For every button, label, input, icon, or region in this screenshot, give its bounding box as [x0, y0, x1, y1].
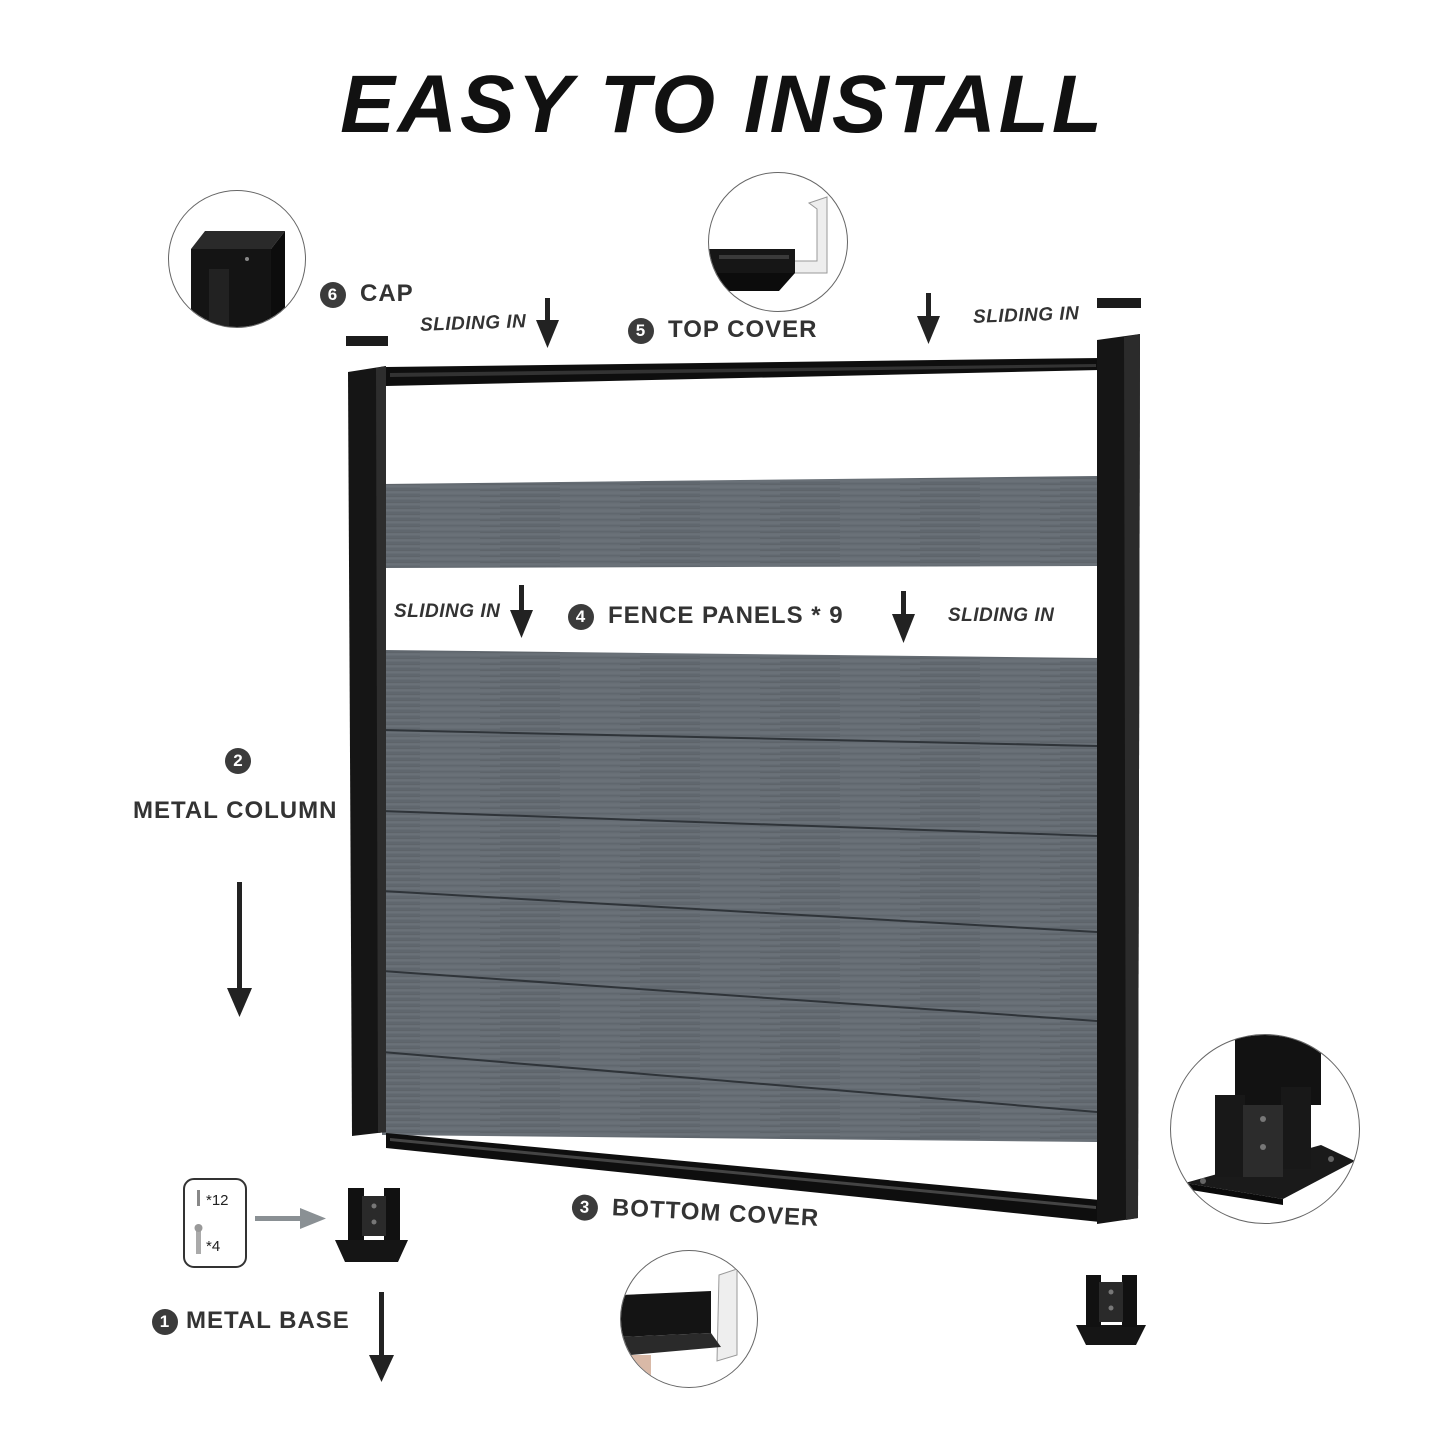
- metal-base-left: [335, 1188, 408, 1262]
- arrow-down-icon: [510, 585, 533, 638]
- fence-panel-top: [382, 476, 1097, 568]
- arrow-down-icon: [369, 1292, 394, 1382]
- step-2-badge-wrap: 2: [225, 748, 251, 774]
- bottom-cover-detail-image: [620, 1250, 758, 1388]
- step-number-badge: 5: [628, 317, 654, 344]
- arrows: [227, 293, 940, 1382]
- step-number-badge: 2: [225, 748, 251, 774]
- sliding-in-label: SLIDING IN: [948, 605, 1055, 626]
- arrow-down-icon: [917, 293, 940, 344]
- top-cover-detail-image: [708, 172, 848, 312]
- arrow-down-icon: [227, 882, 252, 1017]
- screw-kit-box: [183, 1178, 247, 1268]
- screws-quantity: *12: [206, 1192, 229, 1209]
- page-title: EASY TO INSTALL: [340, 59, 1105, 150]
- metal-base-right: [1076, 1275, 1146, 1345]
- step-number-badge: 1: [152, 1308, 178, 1335]
- step-number-badge: 6: [320, 281, 346, 308]
- sliding-in-label: SLIDING IN: [394, 601, 501, 622]
- sliding-in-label: SLIDING IN: [972, 303, 1080, 328]
- sliding-in-label: SLIDING IN: [419, 311, 527, 336]
- cap-detail-image: [168, 190, 306, 328]
- step-2-label: METAL COLUMN: [133, 797, 338, 824]
- step-number-badge: 3: [571, 1193, 599, 1221]
- bolts-quantity: *4: [206, 1238, 221, 1255]
- step-number-badge: 4: [568, 603, 594, 630]
- fence-panel-stack: [382, 650, 1097, 1142]
- arrow-down-icon: [536, 298, 559, 348]
- arrow-right-icon: [255, 1208, 326, 1229]
- cap-right: [1097, 298, 1141, 308]
- panel-seams: [381, 729, 1098, 1113]
- cap-left: [346, 336, 388, 346]
- arrow-down-icon: [892, 591, 915, 643]
- base-detail-image: [1170, 1034, 1360, 1224]
